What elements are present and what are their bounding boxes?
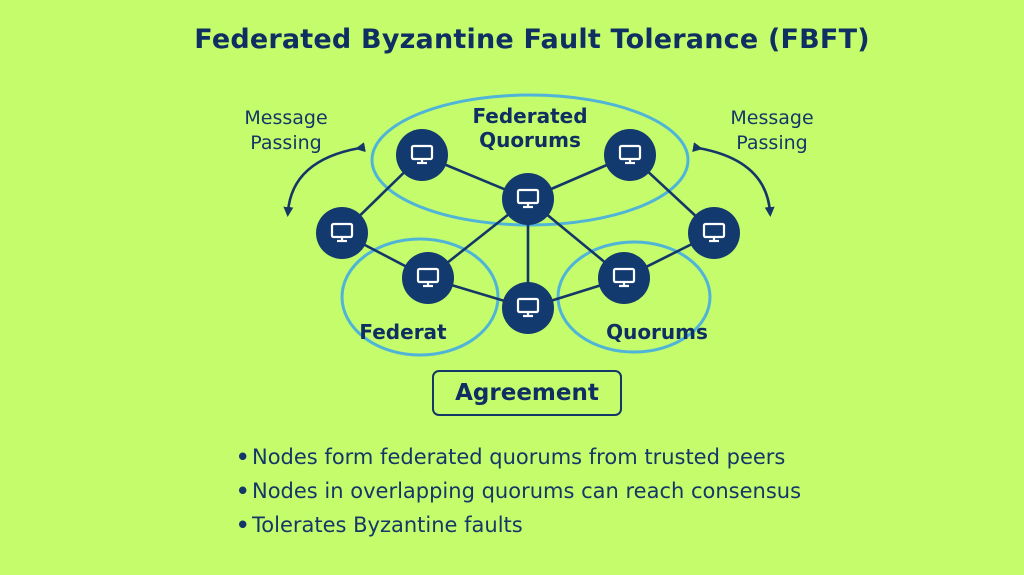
message-passing-label-right: Message Passing [717,106,827,156]
node-computer-icon[interactable] [396,129,448,181]
message-passing-label-left: Message Passing [231,106,341,156]
bullet-text: Nodes in overlapping quorums can reach c… [252,479,802,503]
right-curved-arrow-icon [692,142,775,217]
label-line: Message [244,107,328,129]
node-computer-icon[interactable] [598,252,650,304]
quorum-ellipse-top [370,93,690,227]
quorum-ellipse-right [556,240,712,354]
left-curved-arrow-icon [283,142,366,217]
list-item: •Nodes in overlapping quorums can reach … [236,479,802,503]
label-line: Passing [250,132,322,154]
cluster-label-left: Federat [359,320,447,344]
quorum-ellipse-left [340,237,500,357]
bullet-text: Tolerates Byzantine faults [252,513,523,537]
node-computer-icon[interactable] [604,129,656,181]
label-line: Federated [472,104,588,128]
bullet-text: Nodes form federated quorums from truste… [252,445,786,469]
node-computer-icon[interactable] [502,173,554,225]
node-computer-icon[interactable] [402,252,454,304]
label-line: Quorums [479,128,581,152]
cluster-label-right: Quorums [606,320,708,344]
list-item: •Nodes form federated quorums from trust… [236,445,786,469]
cluster-label-top: Federated Quorums [460,104,600,152]
label-line: Message [730,107,814,129]
page-title: Federated Byzantine Fault Tolerance (FBF… [194,24,870,55]
bullet-list: •Nodes form federated quorums from trust… [236,440,801,542]
node-computer-icon[interactable] [316,207,368,259]
node-computer-icon[interactable] [502,282,554,334]
list-item: •Tolerates Byzantine faults [236,513,523,537]
agreement-box: Agreement [432,370,622,416]
node-computer-icon[interactable] [688,207,740,259]
label-line: Passing [736,132,808,154]
